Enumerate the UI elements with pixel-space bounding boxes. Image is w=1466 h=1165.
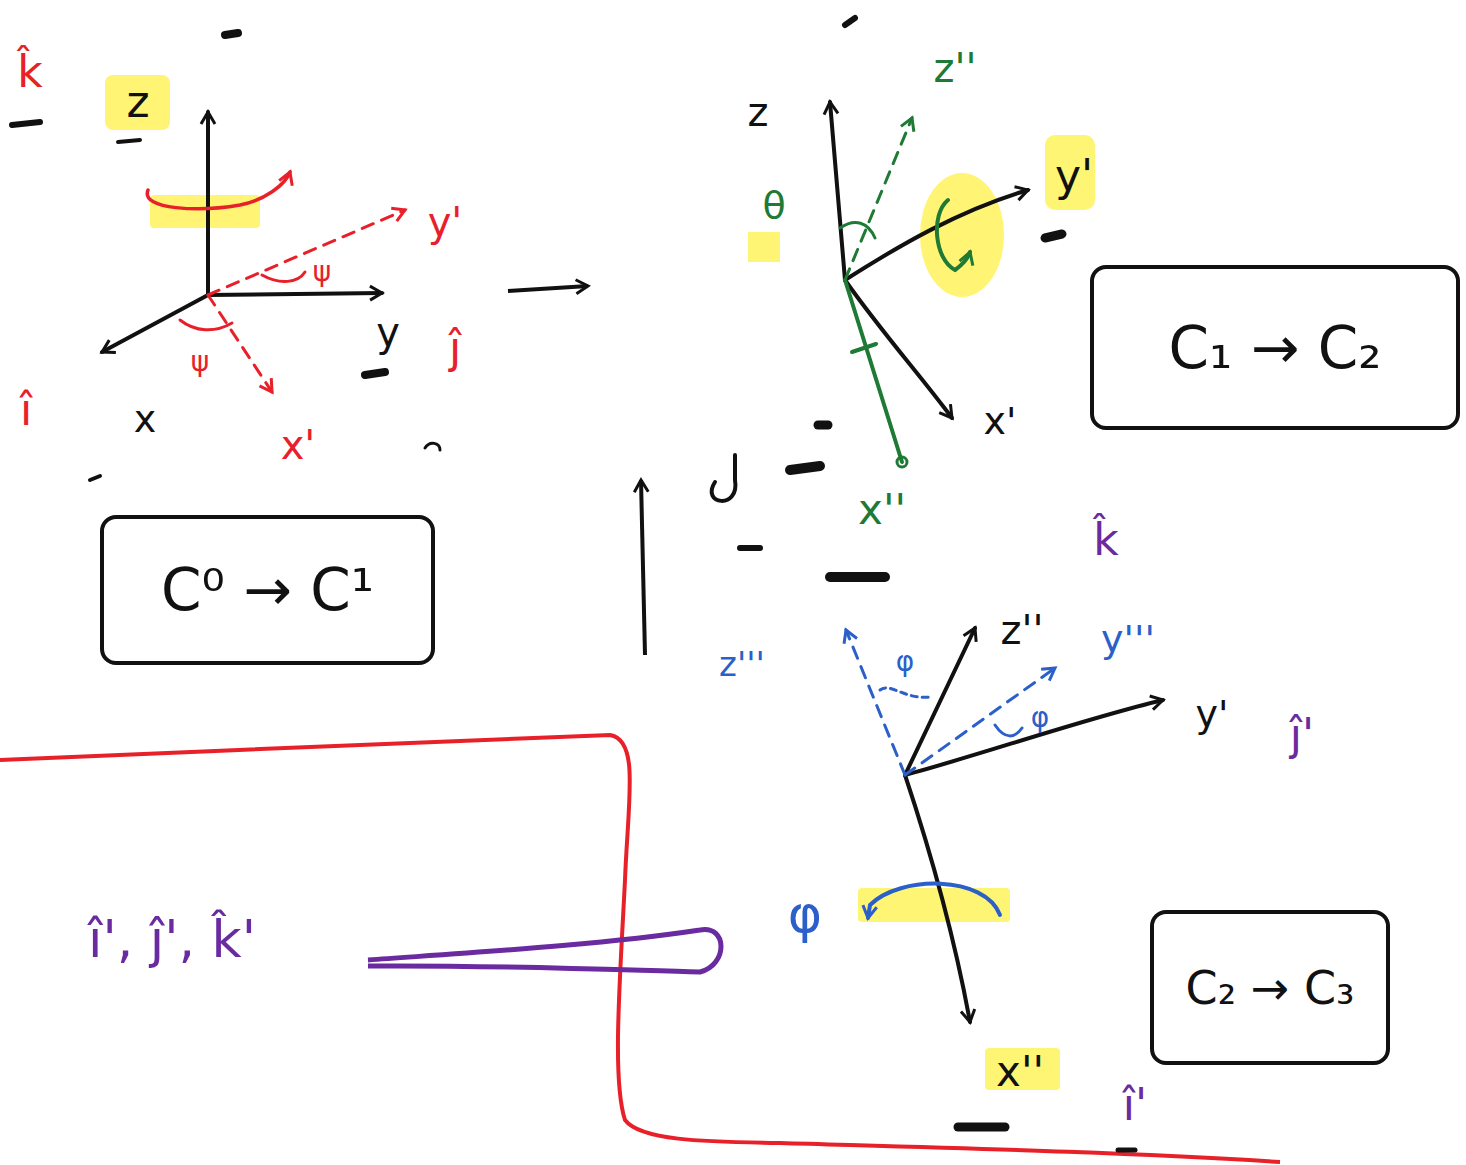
scribble [118, 140, 140, 142]
angle-arc [880, 688, 930, 697]
scribble [225, 33, 238, 35]
z-double-prime-axis [845, 118, 912, 280]
step-label: C⁰ → C¹ [161, 556, 374, 624]
x-double-prime-axis [845, 280, 902, 462]
scribble [365, 372, 385, 375]
boundary-line [0, 735, 1280, 1162]
step-box: C⁰ → C¹ [100, 515, 435, 665]
axis-label: y' [1196, 694, 1229, 736]
scribble [425, 443, 440, 450]
step-box: C₁ → C₂ [1090, 265, 1460, 430]
scribble [712, 455, 736, 501]
pointer-arrow [368, 930, 721, 972]
axis-label: z'' [934, 46, 977, 90]
z-double-prime-axis [905, 628, 975, 775]
axis-label: ĵ' [1290, 711, 1314, 759]
highlight [150, 195, 260, 228]
axis-label: ψ [191, 347, 209, 378]
highlight [858, 888, 1010, 922]
angle-arc [840, 223, 875, 238]
step-box: C₂ → C₃ [1150, 910, 1390, 1065]
axis-label: φ [896, 647, 914, 678]
axis-label: y' [1055, 152, 1093, 200]
angle-arc [262, 272, 305, 281]
rotation-arrow [868, 884, 1000, 918]
z-axis [206, 112, 210, 295]
rotation-arrow [147, 172, 290, 209]
axis-label: z'' [1001, 608, 1044, 652]
axis-label: x [134, 399, 157, 441]
panel-three [846, 628, 1163, 1022]
panel-two [830, 102, 1028, 467]
highlight [105, 75, 170, 130]
angle-arc [995, 725, 1022, 736]
axis-label: z [748, 90, 769, 134]
scribble [818, 421, 828, 430]
x-double-prime-axis [905, 775, 970, 1022]
axis-label: θ [762, 185, 785, 227]
angle-arc [180, 320, 232, 330]
scribble [830, 572, 885, 582]
axis-label: î' [1123, 1081, 1147, 1129]
axis-label: y' [428, 200, 463, 244]
x-prime-axis [845, 280, 952, 418]
y-axis [208, 293, 382, 295]
panel-one [102, 112, 405, 392]
axis-label: k̂ [1093, 516, 1118, 564]
z-axis [830, 102, 845, 280]
axis-label: z [126, 78, 149, 126]
axis-label: φ [1031, 703, 1049, 734]
axis-label: ĵ [449, 324, 461, 372]
axis-label: φ [788, 886, 822, 943]
scribble [958, 1123, 1005, 1132]
axis-label: î', ĵ', k̂' [88, 911, 256, 968]
angle-tick [852, 344, 876, 352]
step-label: C₁ → C₂ [1169, 314, 1382, 382]
scribble [790, 466, 820, 470]
scribble [1118, 1148, 1135, 1153]
axis-end [897, 457, 907, 467]
step-label: C₂ → C₃ [1186, 961, 1355, 1015]
axis-label: y [376, 310, 400, 354]
scribble [1045, 234, 1062, 238]
axis-label: ψ [313, 257, 331, 288]
scribble [845, 18, 855, 25]
axis-label: x' [281, 423, 316, 467]
highlight [1045, 135, 1095, 210]
highlight [920, 173, 1004, 297]
axis-label: z''' [719, 646, 765, 683]
axis-label: k̂ [17, 48, 42, 96]
scribbles [12, 18, 1135, 1150]
highlight [748, 232, 780, 262]
scribble [740, 545, 760, 551]
y-prime-axis [905, 700, 1163, 775]
axis-label: x'' [996, 1049, 1044, 1095]
y-prime-axis [208, 210, 405, 295]
step-arrow [508, 286, 588, 291]
axis-label: x'' [858, 487, 906, 533]
y-triple-prime-axis [905, 668, 1055, 775]
scribble [12, 122, 40, 125]
x-axis [102, 295, 208, 352]
axis-label: x' [984, 401, 1017, 443]
axis-label: î [20, 386, 32, 434]
rotation-arrow [937, 200, 970, 270]
x-prime-axis [208, 295, 272, 392]
axis-label: y''' [1101, 619, 1155, 661]
scribble [90, 476, 100, 480]
step-arrow [641, 480, 645, 655]
